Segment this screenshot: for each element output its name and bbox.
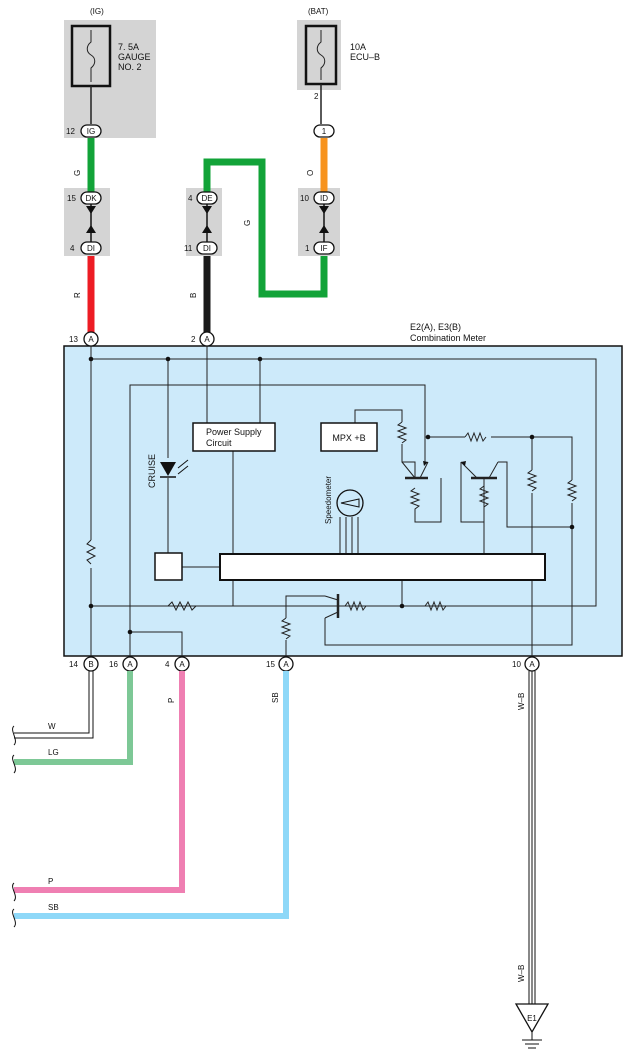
- bat-fuse-element-icon: [316, 30, 326, 80]
- skyblue-out-label: SB: [48, 903, 59, 912]
- cruise-label: CRUISE: [147, 454, 157, 488]
- bat-fuse-pin: 2: [314, 92, 319, 101]
- ig-connector-pin: 12: [66, 127, 75, 136]
- bottom-pin-14: [83, 656, 99, 672]
- meter-pin-13-num: 13: [69, 335, 78, 344]
- cruise-led-icon: [160, 462, 176, 476]
- earth-ground-icon: [522, 1032, 542, 1049]
- id-connector-pin: 10: [300, 194, 309, 203]
- meter-ref: E2(A), E3(B): [410, 322, 461, 332]
- skyblue-wire-color: SB: [271, 692, 280, 703]
- white-out-label: W: [48, 722, 56, 731]
- pink-out-label: P: [48, 877, 53, 886]
- ig-fuse-element-icon: [86, 30, 96, 82]
- mpx-label: MPX +B: [332, 433, 365, 443]
- speedometer-gauge-icon: [336, 489, 364, 517]
- dk-connector-id: DK: [85, 194, 97, 203]
- di-mid-connector-pin: 11: [184, 244, 193, 253]
- ground-point-icon: [514, 1003, 550, 1034]
- bottom-pin-10-num: 10: [512, 660, 521, 669]
- if-connector-id: IF: [320, 244, 327, 253]
- power-supply-label-1: Power Supply: [206, 427, 262, 437]
- power-supply-label-2: Circuit: [206, 438, 232, 448]
- mpx-box: [320, 422, 378, 452]
- bat-connector: [313, 124, 335, 138]
- wire-lg: [14, 671, 133, 765]
- lightgreen-out-label: LG: [48, 748, 59, 757]
- bottom-pin-14-num: 14: [69, 660, 78, 669]
- bottom-pin-4-num: 4: [165, 660, 170, 669]
- black-wire-color: B: [189, 293, 198, 298]
- di-mid-connector: [196, 241, 218, 255]
- cruise-driver-block: [154, 552, 183, 581]
- meter-pin-13-id: A: [88, 335, 94, 344]
- wire-wb-ground: [528, 671, 536, 1004]
- ground-wire-color-lower: W–B: [517, 965, 526, 982]
- meter-bottom-pins: B 14 A 16 A 4 A 15 A 10: [69, 656, 540, 672]
- ground-wire-color: W–B: [517, 693, 526, 710]
- id-connector-id: ID: [320, 194, 328, 203]
- bottom-pin-15-id: A: [283, 660, 289, 669]
- wire-sb: [14, 671, 289, 919]
- bottom-pin-16-num: 16: [109, 660, 118, 669]
- ig-fuse-name-2: NO. 2: [118, 62, 142, 72]
- bat-wire-color: O: [306, 170, 315, 176]
- ig-connector-id: IG: [87, 127, 95, 136]
- di-mid-connector-id: DI: [203, 244, 211, 253]
- ig-wire-color: G: [73, 170, 82, 176]
- red-wire-color: R: [73, 292, 82, 298]
- bat-source-label: (BAT): [308, 7, 329, 16]
- ig-source-label: (IG): [90, 7, 104, 16]
- ig-fuse-name-1: GAUGE: [118, 52, 151, 62]
- di-left-connector-id: DI: [87, 244, 95, 253]
- bat-connector-pin: 1: [322, 127, 327, 136]
- meter-pin-2-id: A: [204, 335, 210, 344]
- if-connector-pin: 1: [305, 244, 310, 253]
- pink-wire-color: P: [167, 698, 176, 703]
- dk-connector-pin: 15: [67, 194, 76, 203]
- bottom-pin-15-num: 15: [266, 660, 275, 669]
- meter-ic-block: [219, 553, 546, 581]
- ig-fuse-rating: 7. 5A: [118, 42, 139, 52]
- wire-continuation-marks: [12, 725, 16, 928]
- bottom-pin-4-id: A: [179, 660, 185, 669]
- di-left-connector-pin: 4: [70, 244, 75, 253]
- ground-label: E1: [527, 1014, 537, 1023]
- bottom-pin-16-id: A: [127, 660, 133, 669]
- bottom-pin-14-id: B: [88, 660, 93, 669]
- ig-connector: [80, 124, 102, 138]
- jumper-wire-color: G: [243, 220, 252, 226]
- meter-pin-2-num: 2: [191, 335, 196, 344]
- de-connector-pin: 4: [188, 194, 193, 203]
- meter-junction-dots: [88, 356, 575, 635]
- bottom-pin-10-id: A: [529, 660, 535, 669]
- bat-fuse-rating: 10A: [350, 42, 366, 52]
- wire-p: [14, 671, 185, 893]
- speedometer-label: Speedometer: [324, 476, 333, 524]
- power-supply-circuit: [192, 422, 276, 452]
- de-connector-id: DE: [201, 194, 212, 203]
- wire-g-jumper: [203, 158, 328, 298]
- meter-name: Combination Meter: [410, 333, 486, 343]
- bat-fuse-name: ECU–B: [350, 52, 380, 62]
- if-connector: [313, 241, 335, 255]
- meter-internal-circuit: [85, 346, 597, 656]
- di-left-connector: [80, 241, 102, 255]
